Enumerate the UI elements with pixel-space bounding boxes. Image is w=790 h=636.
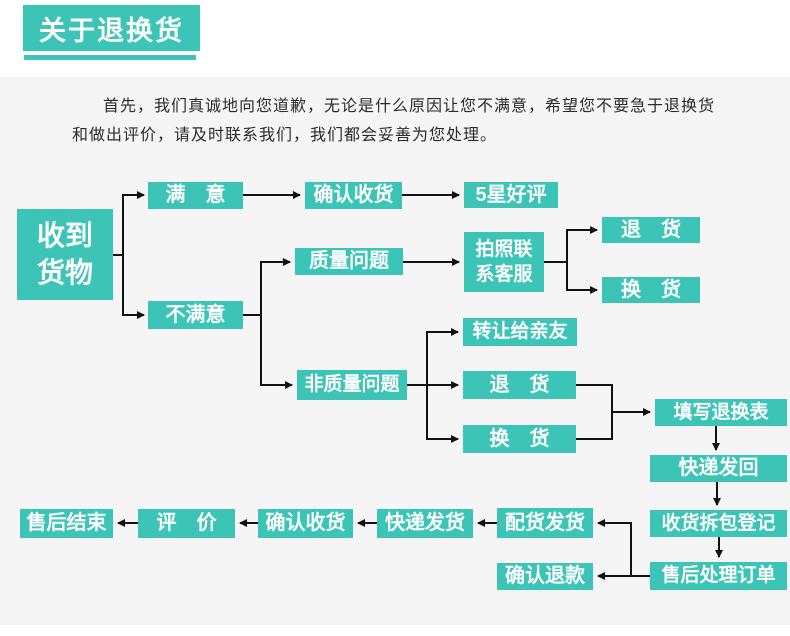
node-return-non-quality: 退 货 [463, 371, 576, 399]
intro-paragraph: 首先，我们真诚地向您道歉，无论是什么原因让您不满意，希望您不要急于退换货 和做出… [72, 92, 772, 150]
node-confirm-receipt-top: 确认收货 [305, 182, 402, 209]
intro-line-2: 和做出评价，请及时联系我们，我们都会妥善为您处理。 [72, 127, 498, 144]
intro-line-1: 首先，我们真诚地向您道歉，无论是什么原因让您不满意，希望您不要急于退换货 [103, 98, 716, 115]
node-confirm-refund: 确认退款 [497, 563, 593, 590]
node-review: 评 价 [138, 509, 235, 538]
node-exchange-quality: 换 货 [602, 277, 700, 303]
page-title: 关于退换货 [23, 5, 200, 51]
node-non-quality-issue: 非质量问题 [297, 370, 407, 400]
node-express-delivery: 快递发货 [377, 509, 473, 538]
node-five-star-review: 5星好评 [464, 182, 558, 208]
node-unsatisfied: 不满意 [148, 301, 243, 329]
node-aftersales-process-order: 售后处理订单 [650, 562, 787, 590]
node-receive-unpack-register: 收货拆包登记 [650, 510, 787, 537]
node-return-quality: 退 货 [602, 217, 700, 243]
node-aftersales-end: 售后结束 [20, 509, 113, 538]
node-received-goods: 收到 货物 [17, 209, 113, 300]
node-express-send-back: 快递发回 [650, 455, 787, 482]
title-underline [24, 55, 196, 60]
node-prepare-shipment: 配货发货 [497, 508, 593, 538]
node-satisfied: 满 意 [148, 182, 243, 209]
node-fill-return-form: 填写退换表 [655, 399, 787, 426]
node-photo-contact-service: 拍照联 系客服 [464, 232, 544, 292]
node-quality-issue: 质量问题 [295, 248, 403, 275]
node-confirm-receipt-bottom: 确认收货 [258, 509, 353, 538]
node-exchange-non-quality: 换 货 [463, 425, 576, 453]
node-transfer-to-friends: 转让给亲友 [463, 318, 577, 346]
